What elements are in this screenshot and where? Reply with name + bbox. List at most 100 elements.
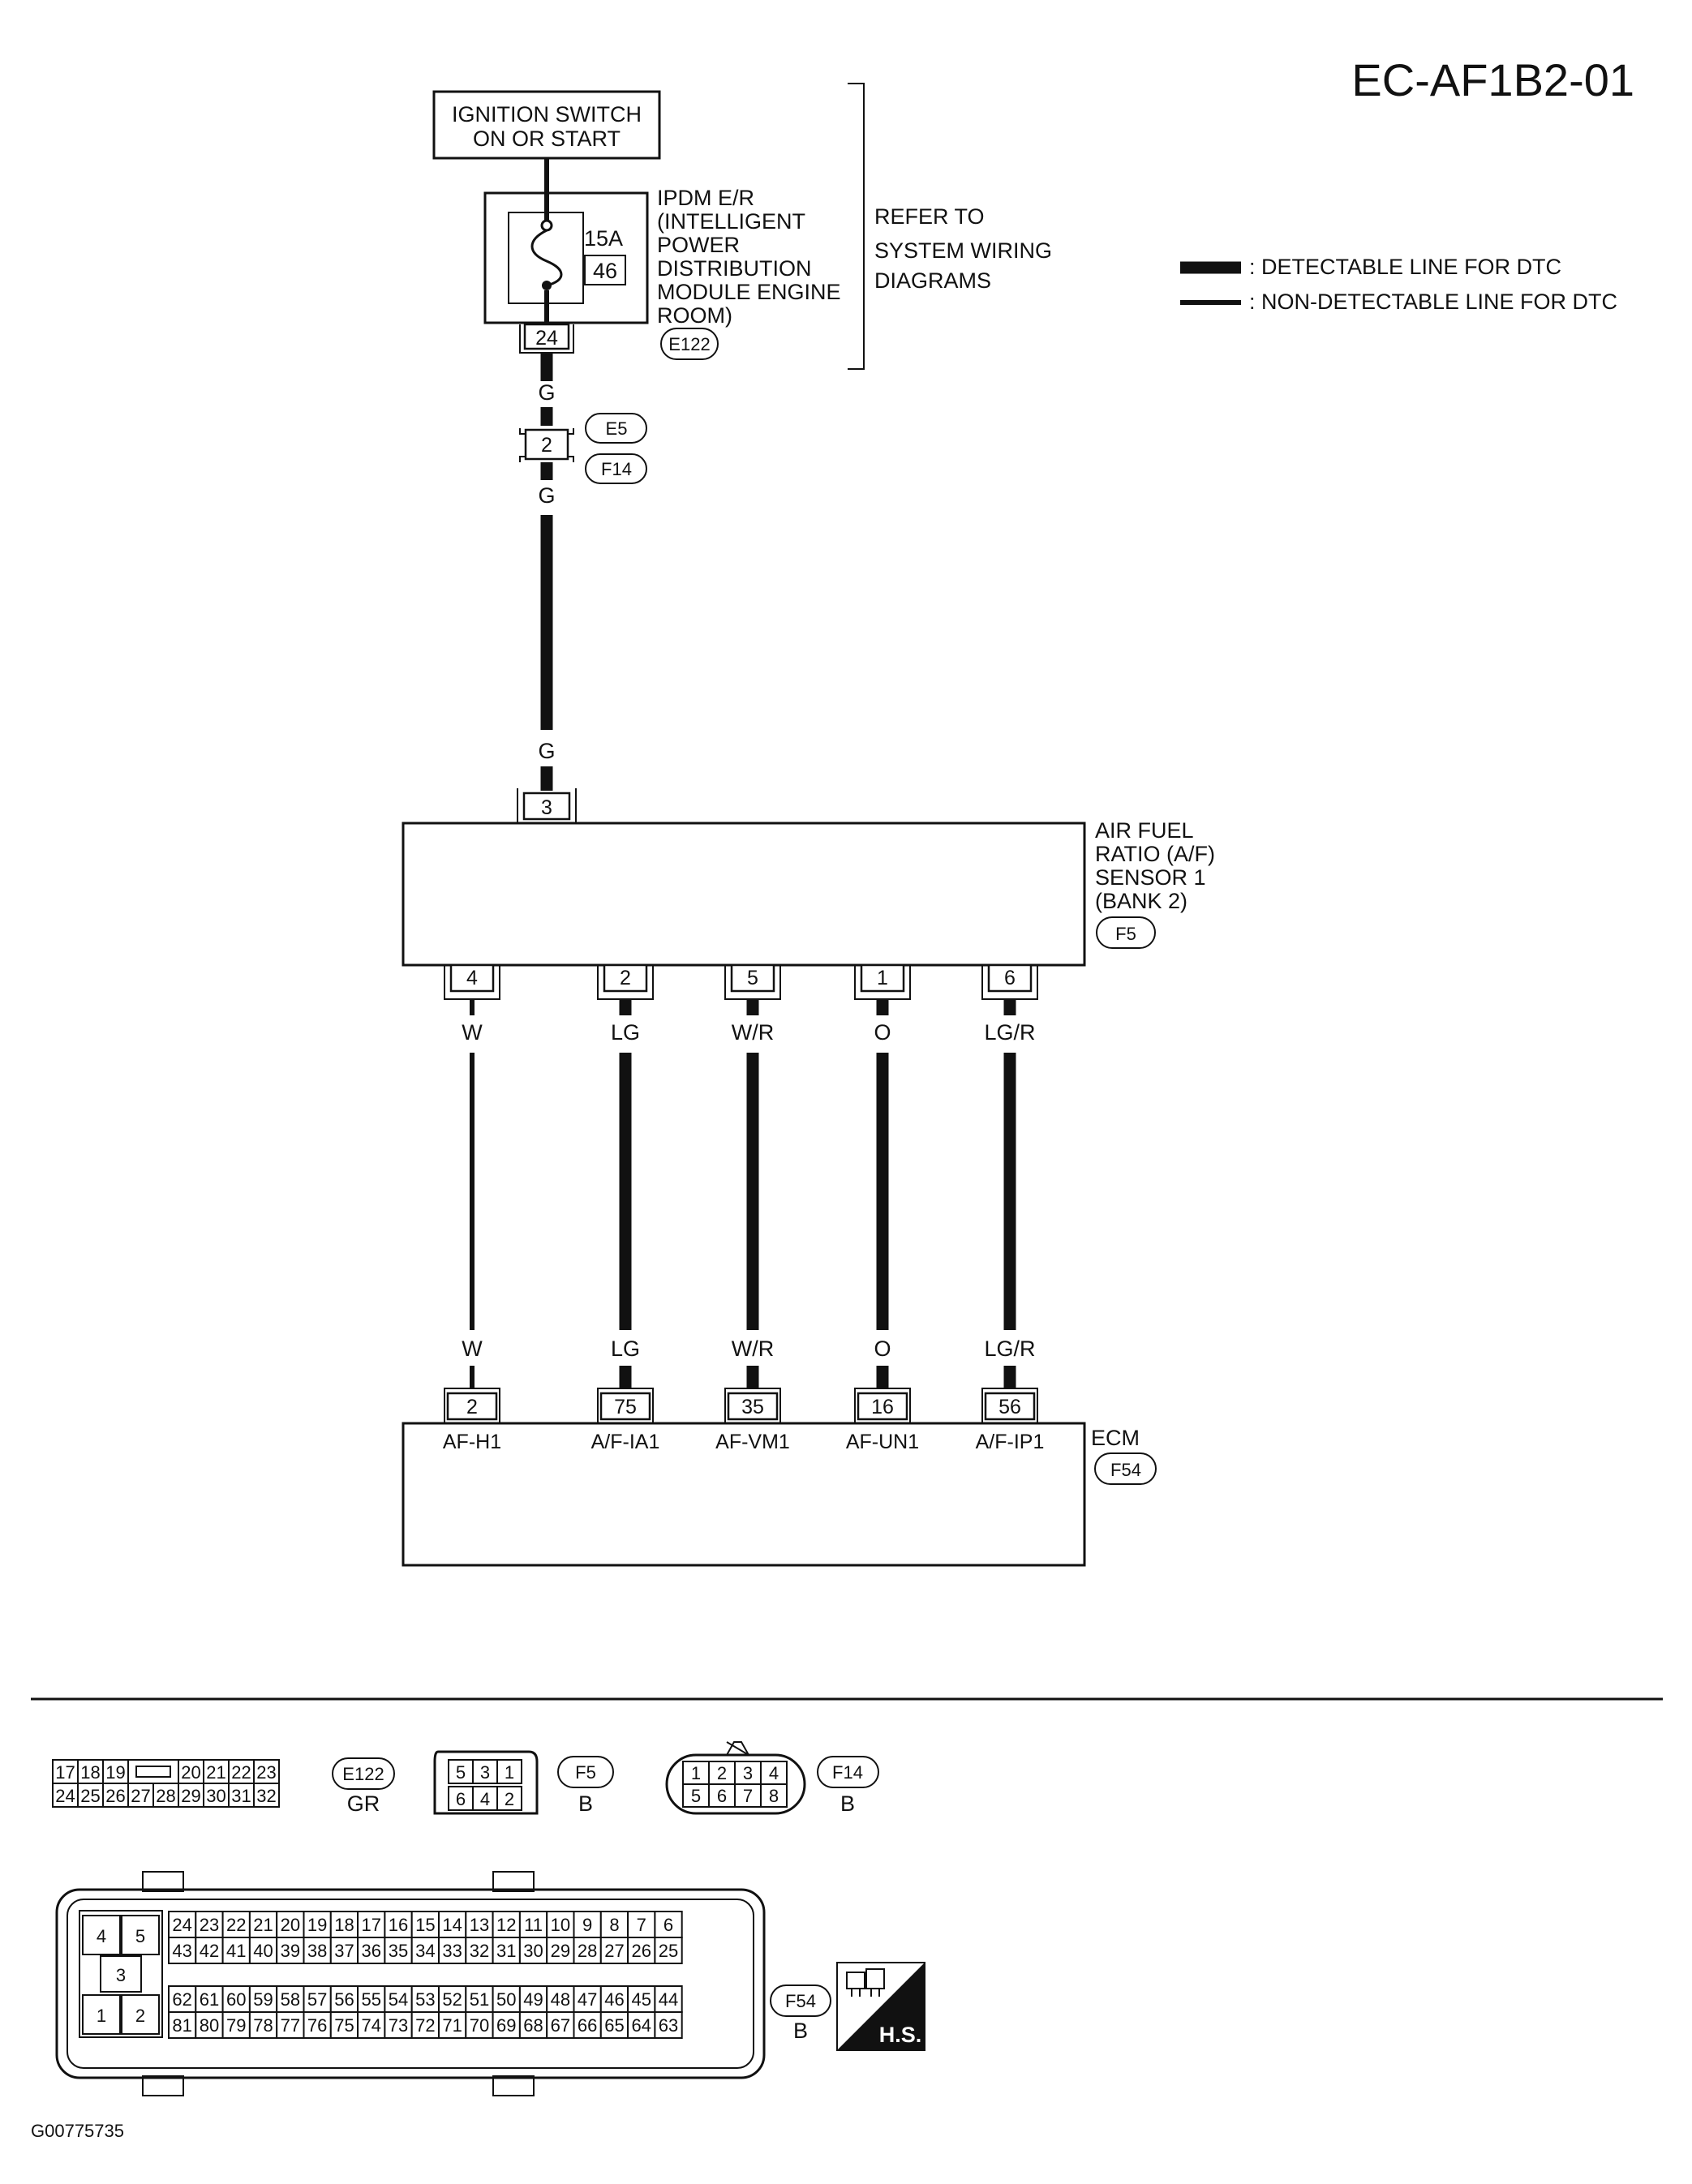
fuse-rating: 15A bbox=[584, 226, 623, 251]
f54-pin: 23 bbox=[200, 1915, 219, 1935]
sensor-label-4: (BANK 2) bbox=[1095, 889, 1187, 913]
ecm-terminal-name: A/F-IP1 bbox=[976, 1431, 1045, 1453]
ipdm-label-2: (INTELLIGENT bbox=[657, 209, 805, 234]
f14-pin: 3 bbox=[743, 1763, 753, 1783]
e122-pin: 27 bbox=[131, 1786, 150, 1806]
e122-pin: 25 bbox=[80, 1786, 100, 1806]
f54-pin: 21 bbox=[253, 1915, 273, 1935]
refer-to-line1: REFER TO bbox=[874, 204, 985, 229]
f14-connector-tag bbox=[817, 1756, 879, 1788]
sensor-pin-number: 6 bbox=[1004, 967, 1016, 989]
ecm-pin-number: 35 bbox=[741, 1396, 764, 1418]
harness-side-badge: H.S. bbox=[836, 1962, 925, 2051]
f54-pin: 49 bbox=[523, 1989, 543, 2010]
f5-color: B bbox=[578, 1791, 593, 1816]
fuse-icon bbox=[530, 229, 563, 287]
joint-pin-number: 2 bbox=[541, 434, 552, 457]
f54-pin: 22 bbox=[226, 1915, 246, 1935]
f14-pin: 2 bbox=[717, 1763, 727, 1783]
f54-connector-id: F54 bbox=[785, 1991, 816, 2011]
f54-pin: 37 bbox=[334, 1941, 354, 1961]
f54-pin: 32 bbox=[470, 1941, 489, 1961]
f54-pin: 18 bbox=[334, 1915, 354, 1935]
ipdm-label-4: DISTRIBUTION bbox=[657, 256, 812, 281]
wire-color-top: W/R bbox=[732, 1020, 774, 1045]
f54-pin: 14 bbox=[442, 1915, 462, 1935]
hs-label: H.S. bbox=[879, 2023, 922, 2047]
f54-pin: 47 bbox=[578, 1989, 597, 2010]
f5-pin: 4 bbox=[480, 1789, 490, 1809]
joint-connector: 2 E5 F14 bbox=[519, 413, 647, 484]
f54-pin: 40 bbox=[253, 1941, 273, 1961]
sensor-pin-number: 1 bbox=[877, 967, 888, 989]
e122-pin: 32 bbox=[256, 1786, 276, 1806]
e122-connector-id: E122 bbox=[342, 1764, 384, 1784]
f14-connector-id: F14 bbox=[832, 1762, 863, 1783]
refer-to-line3: DIAGRAMS bbox=[874, 268, 991, 293]
f54-pin: 25 bbox=[659, 1941, 678, 1961]
f54-pin: 71 bbox=[442, 2015, 462, 2036]
f54-pin: 17 bbox=[362, 1915, 381, 1935]
f54-pin: 64 bbox=[632, 2015, 651, 2036]
f54-pin: 80 bbox=[200, 2015, 219, 2036]
e122-pin: 31 bbox=[231, 1786, 251, 1806]
wire-color-bottom: LG/R bbox=[984, 1337, 1035, 1361]
e122-pin: 19 bbox=[105, 1762, 125, 1783]
f54-aux-pin: 5 bbox=[135, 1926, 145, 1946]
f54-pin: 24 bbox=[172, 1915, 191, 1935]
f54-aux-pin: 3 bbox=[116, 1965, 126, 1985]
f54-pin: 68 bbox=[523, 2015, 543, 2036]
f14-color: B bbox=[840, 1791, 855, 1816]
ipdm-label-1: IPDM E/R bbox=[657, 186, 754, 210]
f54-pin: 50 bbox=[496, 1989, 516, 2010]
e122-pin: 29 bbox=[181, 1786, 200, 1806]
f54-pin: 76 bbox=[307, 2015, 327, 2036]
sensor-box bbox=[402, 822, 1086, 967]
f54-pin: 69 bbox=[496, 2015, 516, 2036]
sensor-label-1: AIR FUEL bbox=[1095, 818, 1194, 843]
joint-connector-tag-top bbox=[585, 413, 647, 444]
f54-pin: 70 bbox=[470, 2015, 489, 2036]
e122-pin: 26 bbox=[105, 1786, 125, 1806]
f54-pin: 61 bbox=[200, 1989, 219, 2010]
f54-pin: 26 bbox=[632, 1941, 651, 1961]
sensor-power-pin: 3 bbox=[517, 788, 577, 824]
wire-color-bottom: W/R bbox=[732, 1337, 774, 1361]
f54-pin: 27 bbox=[604, 1941, 624, 1961]
sensor-label-2: RATIO (A/F) bbox=[1095, 842, 1215, 866]
f54-pin: 29 bbox=[551, 1941, 570, 1961]
e122-pin: 28 bbox=[156, 1786, 175, 1806]
joint-connector-id-bottom: F14 bbox=[601, 459, 632, 479]
f5-pin: 1 bbox=[505, 1762, 514, 1783]
fuse-number-box bbox=[584, 255, 626, 285]
f14-pin: 5 bbox=[691, 1786, 701, 1806]
f54-pin: 54 bbox=[389, 1989, 408, 2010]
f54-color: B bbox=[793, 2019, 808, 2043]
f54-pin: 46 bbox=[604, 1989, 624, 2010]
ipdm-connector-id: E122 bbox=[668, 334, 710, 354]
ecm-pin-number: 16 bbox=[871, 1396, 894, 1418]
f54-pin: 78 bbox=[253, 2015, 273, 2036]
refer-to-note: REFER TO SYSTEM WIRING DIAGRAMS bbox=[848, 83, 1052, 370]
fuse-terminal-top bbox=[540, 219, 553, 232]
f54-pin: 16 bbox=[389, 1915, 408, 1935]
legend-detectable-text: : DETECTABLE LINE FOR DTC bbox=[1249, 255, 1561, 279]
ipdm-connector-pin: 24 bbox=[519, 323, 574, 354]
f54-pin: 9 bbox=[582, 1915, 592, 1935]
signal-wires: 4WW2AF-H12LGLG75A/F-IA15W/RW/R35AF-VM11O… bbox=[443, 963, 1045, 1453]
sensor-pin-number: 4 bbox=[466, 967, 478, 989]
f54-pin: 73 bbox=[389, 2015, 408, 2036]
f54-pin: 59 bbox=[253, 1989, 273, 2010]
f54-pin: 8 bbox=[609, 1915, 619, 1935]
connector-plug-icon bbox=[846, 1968, 885, 1997]
e122-pin: 20 bbox=[181, 1762, 200, 1783]
f5-connector-tag bbox=[557, 1756, 614, 1788]
f54-pin: 35 bbox=[389, 1941, 408, 1961]
e122-color: GR bbox=[347, 1791, 380, 1816]
f54-pin: 41 bbox=[226, 1941, 246, 1961]
e122-pin: 17 bbox=[55, 1762, 75, 1783]
